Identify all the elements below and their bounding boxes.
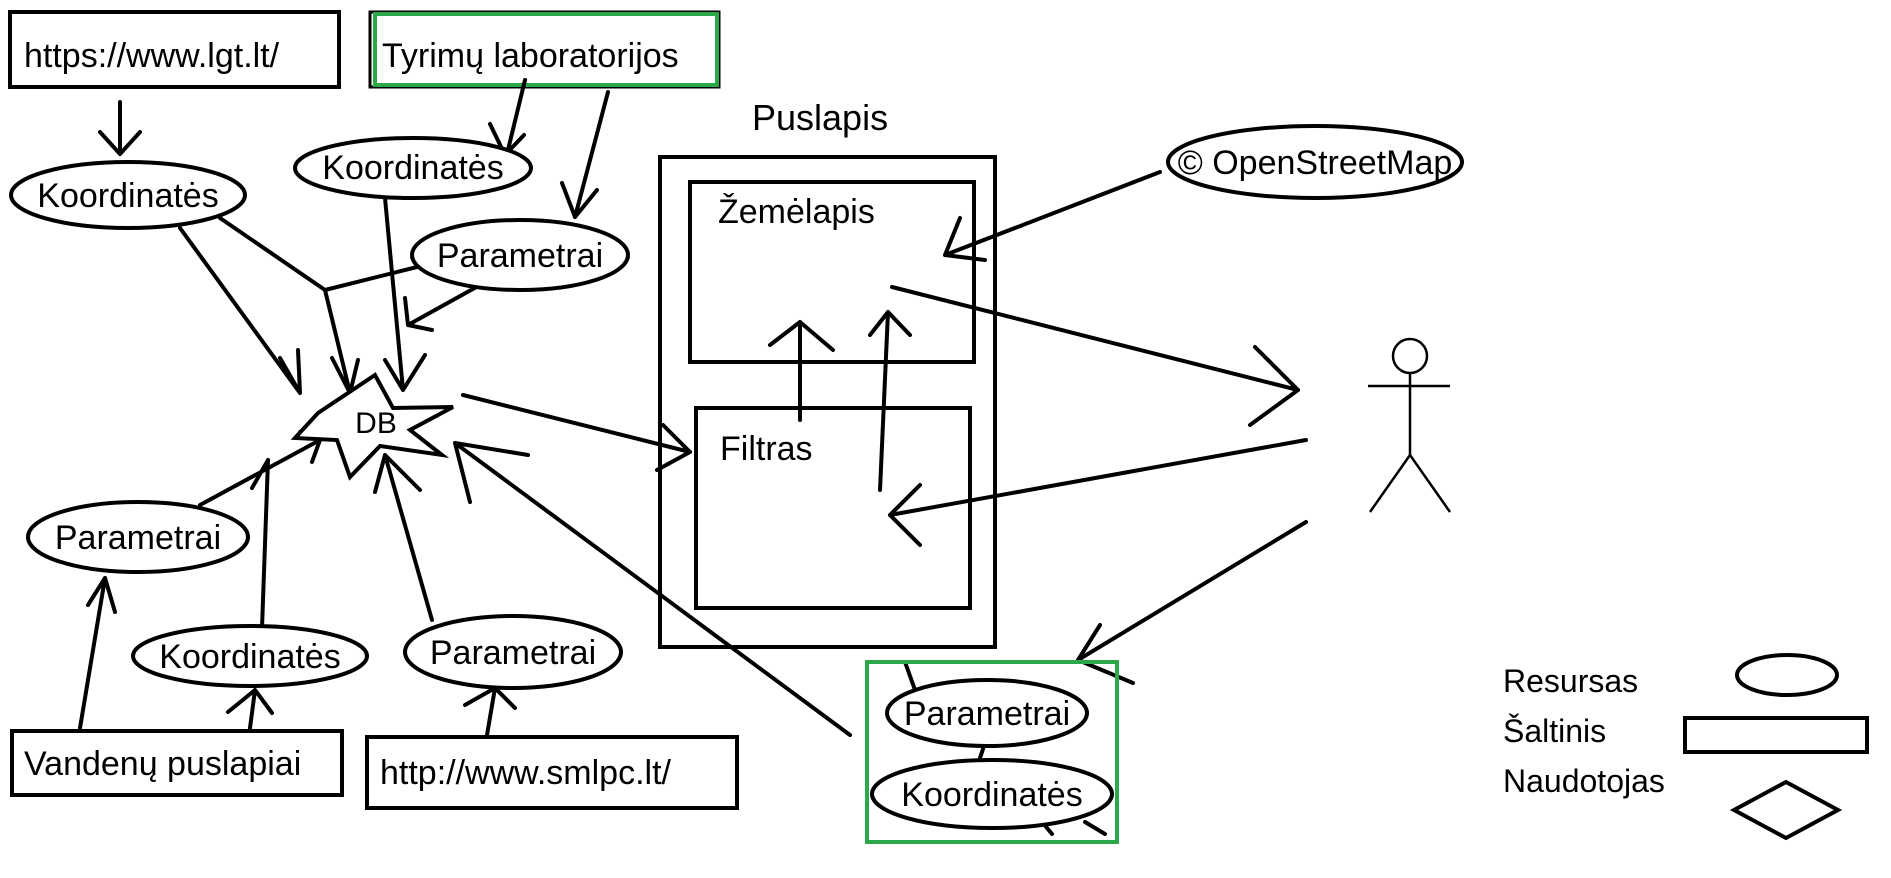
filter-label: Filtras <box>720 430 813 468</box>
edge-lab-param <box>560 90 610 219</box>
source-smlpc-box <box>365 735 739 810</box>
edge-param1-db <box>403 283 482 332</box>
source-lgt-box <box>8 10 341 89</box>
edge-lab-koord <box>488 78 527 157</box>
resource-parametrai-4 <box>885 678 1089 748</box>
source-smlpc-label: http://www.smlpc.lt/ <box>380 754 672 792</box>
legend-user-diamond <box>1729 779 1843 841</box>
edge-koord2-db <box>383 196 427 392</box>
resource-parametrai-2 <box>26 500 250 574</box>
edge-vandenu-koord <box>226 688 274 730</box>
edge-param3-db <box>373 453 434 622</box>
edge-param1-join <box>323 263 427 292</box>
resource-koordinates-4-label: Koordinatės <box>901 776 1082 814</box>
source-vandenu-label: Vandenų puslapiai <box>24 745 301 783</box>
resource-openstreetmap <box>1166 124 1464 200</box>
user-stick-figure-icon <box>1368 337 1452 513</box>
resource-koordinates-2 <box>293 136 533 200</box>
edge-green-ticks <box>903 660 1107 836</box>
edge-filter-map-1 <box>768 320 835 422</box>
resource-parametrai-1 <box>410 218 630 292</box>
edge-user-filter <box>888 438 1308 547</box>
legend-resource-label: Resursas <box>1503 663 1638 699</box>
db-star-icon <box>290 372 454 481</box>
resource-koordinates-2-label: Koordinatės <box>322 149 503 187</box>
edge-osm-map <box>943 170 1162 262</box>
resource-koordinates-3-label: Koordinatės <box>159 638 340 676</box>
green-highlight-group <box>865 660 1119 844</box>
edge-koord4-db <box>453 441 852 737</box>
edge-koord3-db <box>250 458 270 630</box>
resource-parametrai-3-label: Parametrai <box>430 634 596 672</box>
resource-parametrai-2-label: Parametrai <box>55 519 221 557</box>
resource-koordinates-1 <box>9 160 247 230</box>
edge-vandenu-param <box>78 576 117 730</box>
edge-map-user <box>890 285 1300 427</box>
resource-parametrai-4-label: Parametrai <box>904 695 1070 733</box>
source-lab-highlight <box>373 12 719 87</box>
edge-db-filter <box>461 393 692 472</box>
source-lgt-label: https://www.lgt.lt/ <box>24 37 280 75</box>
legend: Resursas Šaltinis Naudotojas <box>1503 653 1869 841</box>
source-lab-label: Tyrimų laboratorijos <box>382 37 679 75</box>
db-label: DB <box>355 407 397 440</box>
edge-param2-db <box>198 430 322 507</box>
resource-koordinates-3 <box>131 624 369 688</box>
edge-lgt-koord <box>98 100 142 156</box>
resource-parametrai-3 <box>403 614 623 690</box>
legend-resource-ellipse <box>1735 653 1839 697</box>
edge-koord1-db <box>178 226 302 395</box>
legend-source-rect <box>1683 716 1869 754</box>
resource-parametrai-1-label: Parametrai <box>437 237 603 275</box>
edge-smlpc-param <box>463 686 517 737</box>
map-box <box>688 180 976 364</box>
legend-user-label: Naudotojas <box>1503 763 1665 799</box>
edge-filter-map-2 <box>868 310 912 492</box>
resource-koordinates-1-label: Koordinatės <box>37 177 218 215</box>
legend-source-label: Šaltinis <box>1503 713 1606 749</box>
source-vandenu-box <box>10 729 344 797</box>
map-label: Žemėlapis <box>718 193 875 231</box>
edge-user-param4 <box>1076 520 1308 685</box>
resource-openstreetmap-label: © OpenStreetMap <box>1178 144 1453 182</box>
page-title: Puslapis <box>752 97 888 138</box>
source-lab-box-outline <box>368 10 721 89</box>
resource-koordinates-4 <box>870 758 1114 830</box>
edge-koord1b-db <box>218 216 360 395</box>
edges <box>78 78 1308 836</box>
